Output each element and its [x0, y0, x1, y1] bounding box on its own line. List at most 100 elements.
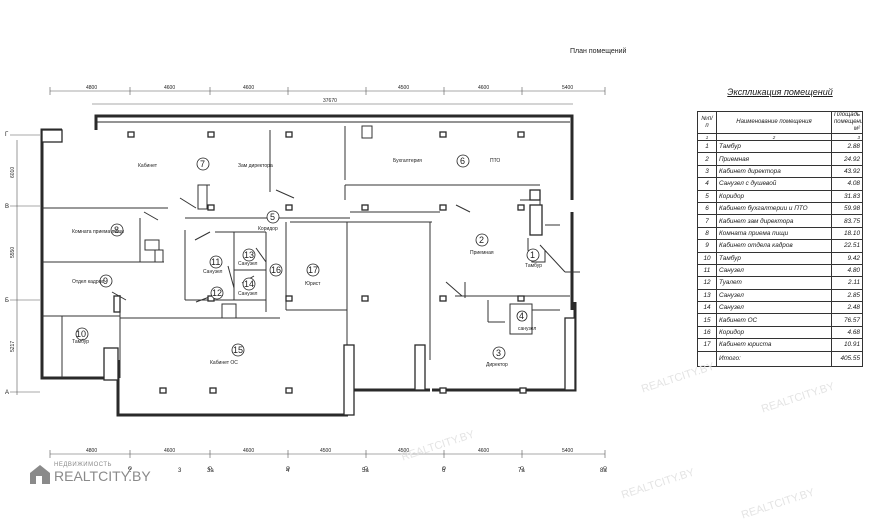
room-num-6: 6: [460, 156, 465, 166]
row-number: 8: [697, 226, 717, 241]
row-area: 2.88: [831, 139, 863, 154]
row-area: 31.83: [831, 189, 863, 203]
row-number: 11: [697, 263, 717, 278]
top-dim-6: 5400: [562, 85, 573, 91]
row-name: Тамбур: [716, 251, 832, 265]
room-num-17: 17: [308, 265, 318, 275]
row-name: Санузел: [716, 288, 832, 303]
top-dim-4: 4500: [398, 85, 409, 91]
top-dim-5: 4600: [478, 85, 489, 91]
row-area: 9.42: [831, 251, 863, 265]
room-num-10: 10: [76, 329, 86, 339]
axis-num-3a: 3а: [207, 468, 214, 474]
row-number: 6: [697, 201, 717, 216]
top-dim-2: 4600: [164, 85, 175, 91]
bottom-dim-3: 4600: [243, 448, 254, 454]
label-priemnaya: Приемная: [470, 250, 494, 256]
row-name: Санузел: [716, 263, 832, 278]
bottom-dim-6: 4600: [478, 448, 489, 454]
top-dim-1: 4800: [86, 85, 97, 91]
total-label: Итого:: [716, 350, 832, 367]
row-area: 59.98: [831, 201, 863, 216]
header-area: Площадь помещения м²: [831, 111, 863, 134]
row-name: Кабинет бухгалтерии и ПТО: [716, 201, 832, 216]
left-dim-1: 6010: [10, 167, 16, 178]
axis-num-4: 4: [286, 468, 290, 474]
row-number: 7: [697, 214, 717, 228]
label-kabinet: Кабинет: [138, 163, 158, 169]
row-name: Туалет: [716, 276, 832, 290]
room-num-3: 3: [496, 348, 501, 358]
axis-letter-a: А: [5, 390, 9, 396]
room-num-4: 4: [519, 311, 524, 321]
row-area: 2.11: [831, 276, 863, 290]
room-num-5: 5: [270, 212, 275, 222]
row-area: 4.80: [831, 263, 863, 278]
bottom-dim-1: 4800: [86, 448, 97, 454]
explication-title: Экспликация помещений: [727, 87, 833, 97]
room-num-16: 16: [271, 265, 281, 275]
room-num-12: 12: [212, 288, 222, 298]
row-number: 5: [697, 189, 717, 203]
total-value: 405.55: [831, 350, 863, 367]
label-koridor-5: Коридор: [258, 226, 278, 232]
row-area: 22.51: [831, 239, 863, 253]
row-name: Санузел с душевой: [716, 177, 832, 191]
axis-letter-b: Б: [5, 298, 9, 304]
row-area: 10.91: [831, 338, 863, 352]
row-number: 17: [697, 338, 717, 352]
room-num-11: 11: [211, 257, 220, 267]
row-name: Комната приема пищи: [716, 226, 832, 241]
row-number: 4: [697, 177, 717, 191]
left-dim-2: 5550: [10, 247, 16, 258]
label-kabinet-os: Кабинет ОС: [210, 360, 238, 366]
axis-num-5a: 5а: [362, 468, 369, 474]
overall-dim: 37670: [323, 98, 337, 104]
label-direktor: Директор: [486, 362, 508, 368]
room-num-7: 7: [200, 159, 205, 169]
row-area: 2.48: [831, 301, 863, 315]
explication-header-row: №п/п Наименование помещения Площадь поме…: [697, 111, 863, 134]
row-area: 18.10: [831, 226, 863, 241]
row-area: 83.75: [831, 214, 863, 228]
label-yurist: Юрист: [305, 281, 321, 287]
label-buhgalteriya: Бухгалтерия: [393, 158, 422, 164]
plan-title: План помещений: [570, 47, 627, 55]
row-number: 9: [697, 239, 717, 253]
axis-letter-g: Г: [5, 132, 9, 138]
bottom-dim-7: 5400: [562, 448, 573, 454]
top-dim-3: 4600: [243, 85, 254, 91]
row-name: Кабинет директора: [716, 164, 832, 179]
explication-table: №п/п Наименование помещения Площадь поме…: [697, 111, 863, 367]
watermark-small-text: НЕДВИЖИМОСТЬ: [54, 462, 112, 468]
axis-num-2: 2: [128, 468, 132, 474]
bottom-dim-5: 4500: [398, 448, 409, 454]
axis-number-labels: 2 3 3а 4 5а 6 7а 8а: [128, 466, 607, 474]
bottom-dimension-chain: 4800 4600 4600 4500 4500 4600 5400: [49, 448, 606, 458]
explication-subheader-row: 1 2 3: [697, 133, 863, 141]
row-name: Коридор: [716, 325, 832, 340]
row-name: Кабинет юриста: [716, 338, 832, 352]
left-axis: Г В Б А 6010 5550 5217: [5, 132, 40, 396]
row-number: 13: [697, 288, 717, 303]
label-sanuzel-14: Санузел: [238, 291, 258, 297]
label-tambur-10: Тамбур: [72, 339, 89, 345]
room-labels: Кабинет Зам директора Бухгалтерия ПТО Ко…: [72, 158, 542, 368]
top-dimension-chain: 4800 4600 4600 4500 4600 5400 37670: [49, 85, 606, 105]
watermark-large-text: REALTCITY.BY: [54, 468, 151, 484]
row-number: 14: [697, 301, 717, 315]
subheader-3: 3: [831, 133, 863, 141]
row-name: Приемная: [716, 152, 832, 166]
